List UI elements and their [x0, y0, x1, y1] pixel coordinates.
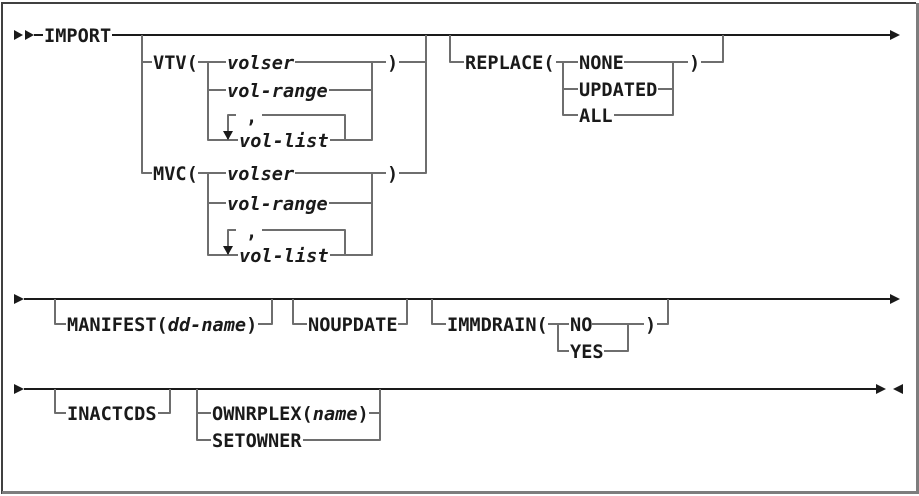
choice-right-line: [604, 324, 629, 352]
loop-arrow-icon: [223, 246, 233, 255]
branch-rejoin-line: [399, 35, 427, 174]
choice-right-line: [330, 173, 373, 256]
choice-right-line: [330, 62, 373, 141]
ownrplex-keyword-text: OWNRPLEX(: [212, 404, 313, 425]
branch-rejoin-line: [657, 299, 669, 325]
rail-row-2: [14, 294, 900, 304]
keyword-noupdate: NOUPDATE: [308, 315, 398, 336]
branch-drop-line: [292, 299, 307, 325]
branch-rejoin-line: [258, 299, 273, 325]
repeat-loop-line: [227, 229, 346, 255]
line-continue-arrow-icon: [890, 30, 900, 40]
vtv-separator-comma: ,: [246, 107, 257, 128]
diagram-start-arrow-icon: [25, 30, 34, 40]
replace-option-none: NONE: [579, 53, 624, 74]
param-mvc-volser: volser: [227, 164, 295, 185]
line-start-arrow-icon: [14, 384, 24, 394]
param-vtv-volser: volser: [227, 53, 295, 74]
immdrain-close-paren: ): [645, 315, 656, 336]
line-continue-arrow-icon: [890, 294, 900, 304]
rail-row-1: IMPORT: [14, 26, 900, 47]
diagram-end-arrow-icon: [893, 384, 903, 394]
loop-arrow-icon: [223, 131, 233, 140]
keyword-import: IMPORT: [44, 26, 111, 47]
rail-row-3: [14, 384, 903, 394]
ownrplex-close-paren: ): [358, 404, 369, 425]
param-mvc-vol-range: vol-range: [227, 194, 328, 215]
immdrain-group: IMMDRAIN( NO YES ): [431, 299, 669, 363]
param-mvc-vol-list: vol-list: [239, 246, 329, 267]
separator-gap: [236, 226, 262, 234]
choice-right-line: [614, 62, 674, 116]
keyword-immdrain: IMMDRAIN(: [447, 315, 548, 336]
param-vtv-vol-list: vol-list: [239, 131, 329, 152]
keyword-vtv: VTV(: [153, 53, 198, 74]
param-vtv-vol-range: vol-range: [227, 81, 328, 102]
inactcds-group: INACTCDS: [54, 389, 171, 425]
mvc-separator-comma: ,: [246, 222, 257, 243]
branch-drop-line: [431, 299, 446, 325]
diagram-start-arrow-icon: [14, 30, 23, 40]
separator-gap: [236, 111, 262, 119]
branch-drop-line: [141, 35, 152, 174]
choice-left-line: [557, 324, 569, 352]
replace-group: REPLACE( NONE UPDATED ALL ): [449, 35, 724, 127]
keyword-ownrplex: OWNRPLEX(name): [212, 404, 369, 425]
manifest-keyword-text: MANIFEST(: [67, 315, 168, 336]
choice-left-line: [562, 62, 578, 116]
branch-rejoin-line: [303, 389, 381, 441]
line-start-arrow-icon: [14, 294, 24, 304]
keyword-mvc: MVC(: [153, 164, 198, 185]
vtv-mvc-group: VTV( volser vol-range , vol-list ) MVC( …: [141, 35, 427, 267]
branch-rejoin-line: [158, 389, 171, 414]
noupdate-group: NOUPDATE: [292, 299, 408, 336]
border-bottom-right: [2, 3, 919, 494]
diagram-end-arrow-icon: [876, 384, 886, 394]
manifest-group: MANIFEST(dd-name): [54, 299, 273, 336]
branch-drop-line: [196, 389, 211, 441]
repeat-loop-line: [227, 114, 346, 140]
keyword-inactcds: INACTCDS: [67, 404, 157, 425]
manifest-close-paren: ): [246, 315, 257, 336]
replace-option-all: ALL: [579, 106, 613, 127]
branch-drop-line: [54, 389, 66, 414]
branch-drop-line: [54, 299, 66, 325]
keyword-setowner: SETOWNER: [212, 431, 302, 452]
vtv-subgroup: VTV( volser vol-range , vol-list ): [153, 53, 398, 152]
immdrain-option-no: NO: [570, 315, 592, 336]
mvc-subgroup: MVC( volser vol-range , vol-list ): [153, 164, 398, 267]
owner-group: OWNRPLEX(name) SETOWNER: [196, 389, 381, 452]
branch-rejoin-line: [701, 35, 724, 63]
vtv-close-paren: ): [387, 53, 398, 74]
mvc-close-paren: ): [387, 164, 398, 185]
immdrain-option-yes: YES: [570, 342, 604, 363]
keyword-replace: REPLACE(: [465, 53, 555, 74]
branch-drop-line: [449, 35, 464, 63]
param-name: name: [313, 404, 358, 425]
branch-rejoin-line: [398, 299, 408, 325]
replace-close-paren: ): [689, 53, 700, 74]
replace-option-updated: UPDATED: [579, 80, 657, 101]
param-dd-name: dd-name: [168, 315, 246, 336]
keyword-manifest: MANIFEST(dd-name): [67, 315, 257, 336]
